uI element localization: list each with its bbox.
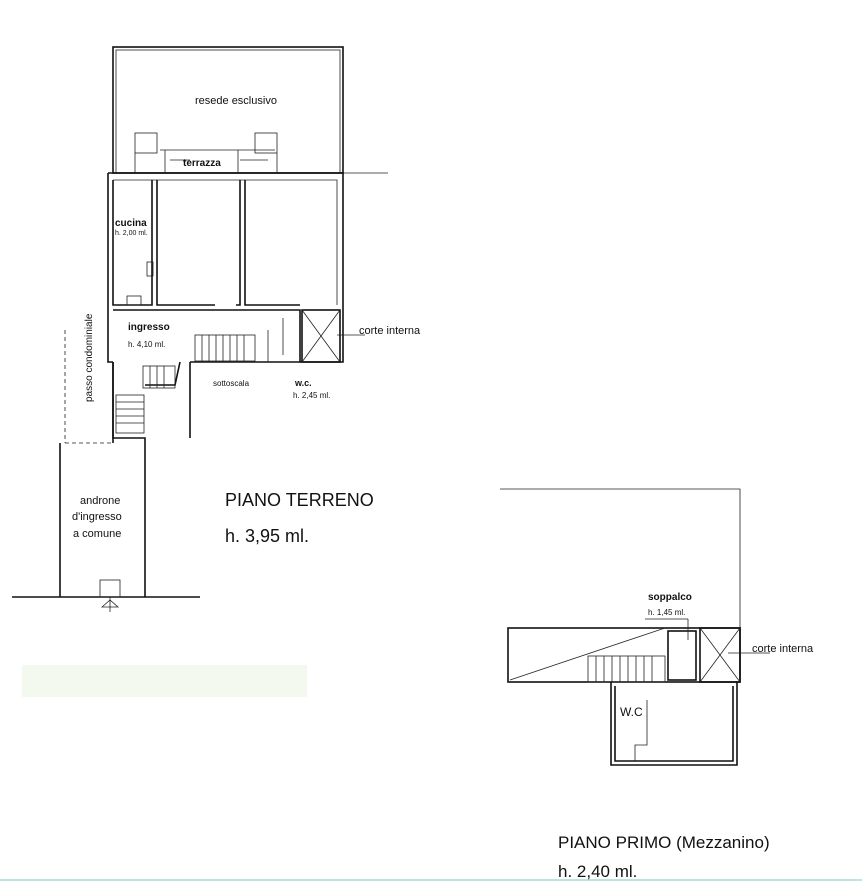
label-soppalco: soppalco	[648, 592, 692, 603]
label-wc: w.c.	[294, 378, 312, 388]
label-androne-2: d'ingresso	[72, 511, 122, 523]
cucina-wall	[112, 180, 153, 306]
lower-staircase	[115, 365, 176, 434]
label-wc-first: W.C	[620, 705, 643, 719]
ground-outer-wall	[107, 172, 344, 363]
first-floor-title: PIANO PRIMO (Mezzanino)	[558, 833, 770, 852]
label-wc-height: h. 2,45 ml.	[293, 391, 330, 400]
first-floor-plan: soppalco h. 1,45 ml. corte interna W.C P…	[500, 488, 814, 881]
bottom-border	[0, 879, 862, 881]
label-cucina-height: h. 2,00 ml.	[115, 230, 148, 237]
corte-interna-void-first	[699, 627, 741, 683]
wc-room	[610, 682, 738, 766]
label-passo-condominiale: passo condominiale	[84, 313, 95, 402]
label-ingresso: ingresso	[128, 322, 170, 333]
ground-floor-plan: resede esclusivo terrazza cucina h. 2,00…	[12, 46, 421, 612]
soppalco-box	[667, 630, 697, 681]
first-floor-outline	[507, 627, 741, 683]
ground-floor-title: PIANO TERRENO	[225, 490, 374, 510]
label-ingresso-height: h. 4,10 ml.	[128, 340, 165, 349]
ground-floor-height: h. 3,95 ml.	[225, 526, 309, 546]
label-resede: resede esclusivo	[195, 95, 277, 107]
label-soppalco-height: h. 1,45 ml.	[648, 608, 685, 617]
first-floor-height: h. 2,40 ml.	[558, 862, 637, 881]
first-floor-staircase	[587, 655, 666, 683]
label-corte-interna-first: corte interna	[752, 643, 814, 655]
label-androne-3: a comune	[73, 528, 121, 540]
resede-outline	[112, 46, 344, 174]
label-androne-1: androne	[80, 495, 120, 507]
label-terrazza: terrazza	[183, 158, 221, 169]
label-cucina: cucina	[115, 218, 147, 229]
highlight-box	[22, 665, 307, 697]
label-corte-interna: corte interna	[359, 325, 421, 337]
corte-interna-void	[301, 309, 341, 363]
staircase	[194, 334, 256, 362]
label-sottoscala: sottoscala	[213, 379, 250, 388]
